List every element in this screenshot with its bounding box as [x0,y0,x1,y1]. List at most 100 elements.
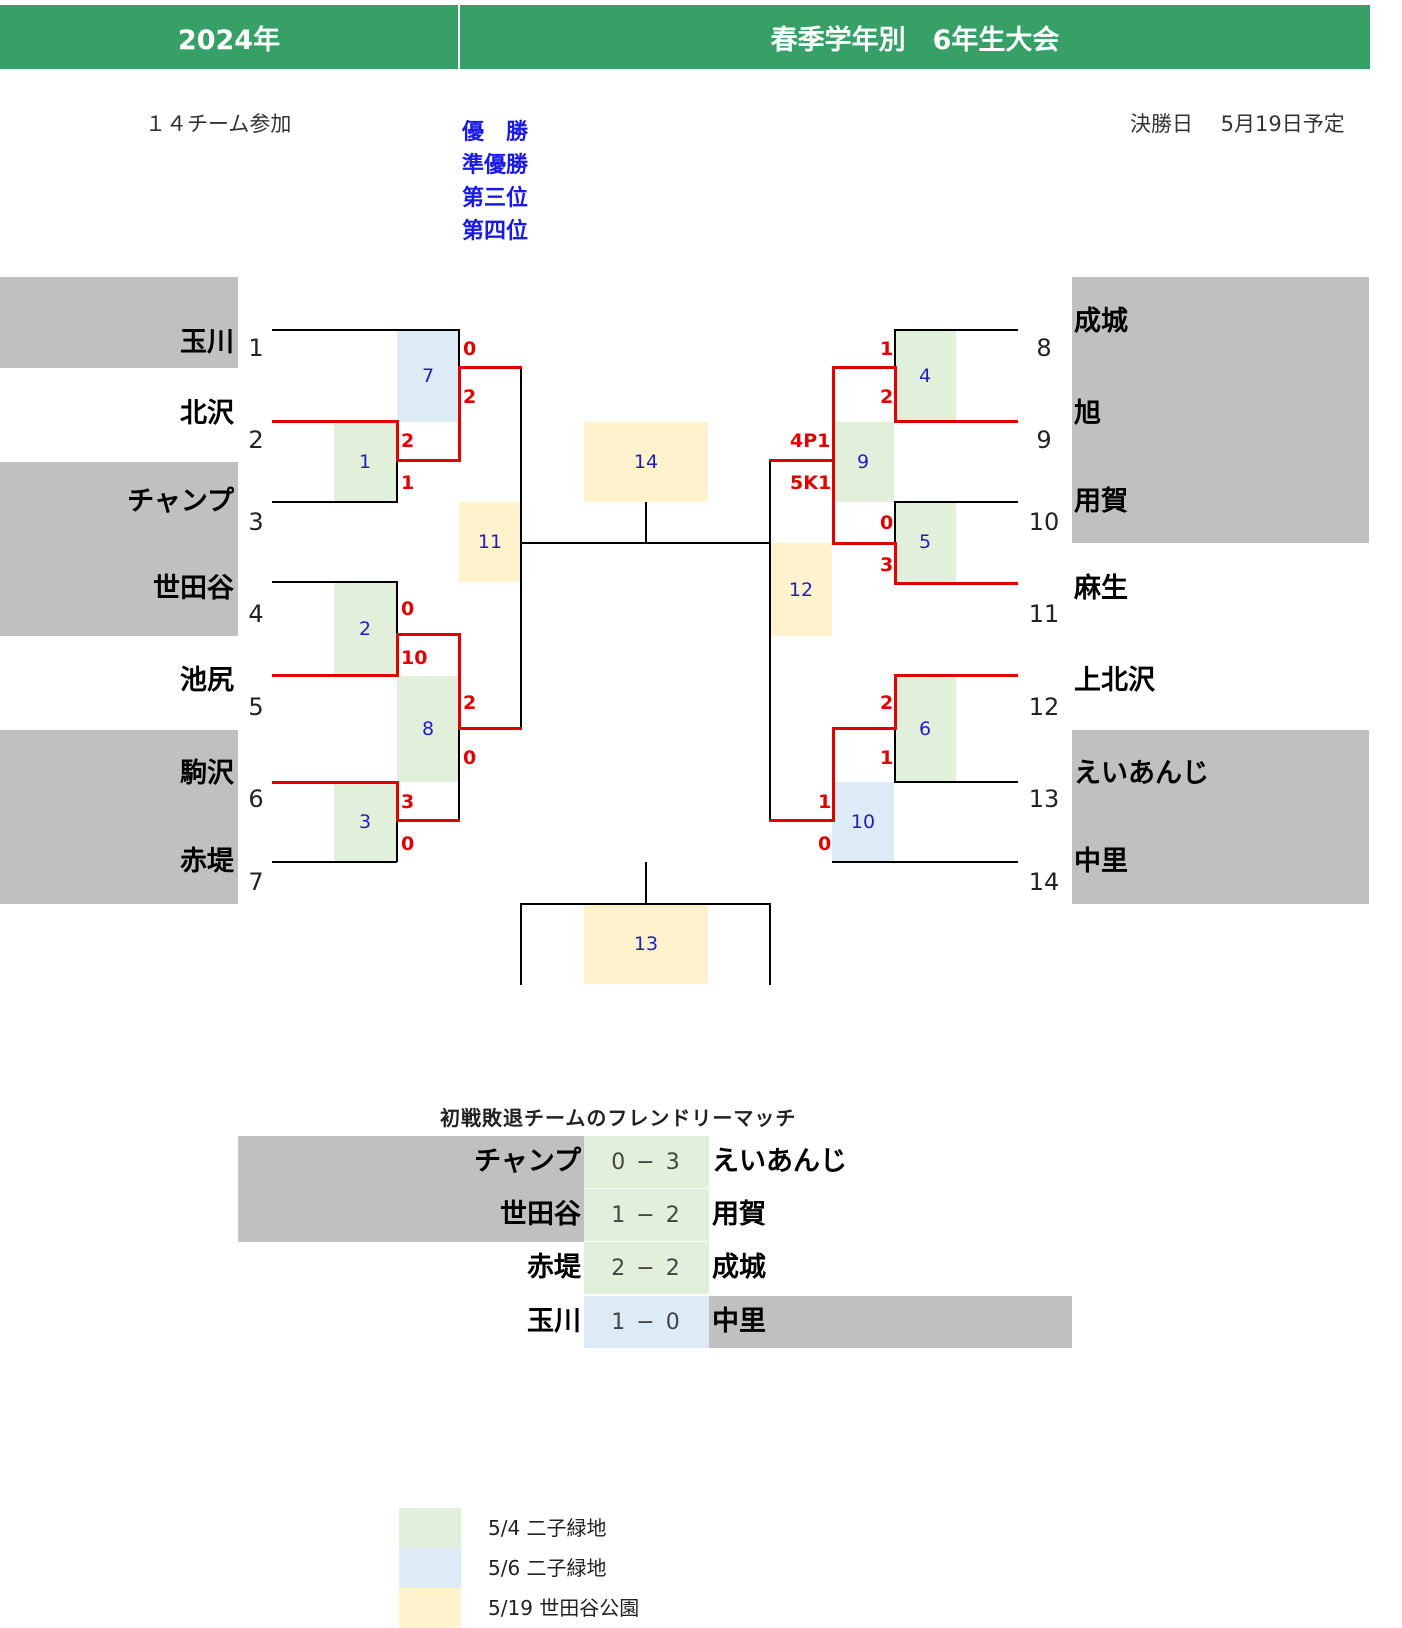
rank-4: 第四位 [462,219,529,244]
left-red-m8-out [458,727,522,730]
score-m6-top: 2 [880,692,894,714]
right-line-team14 [832,861,1018,863]
seed-right-9: 9 [1036,426,1052,454]
team-left-1: 玉川 [180,327,234,358]
friendly-row2-score: 1 − 2 [584,1189,709,1241]
team-right-10: 用賀 [1074,486,1128,517]
final-date-note: 決勝日 5月19日予定 [1130,112,1345,136]
score-m9-top: 4P1 [790,430,831,452]
friendly-row3-right: 成城 [712,1252,766,1283]
center-line-m13-stem [645,862,647,904]
left-red-m2-vert [396,633,399,677]
team-left-6: 駒沢 [180,758,234,789]
left-red-team6 [272,781,398,784]
center-line-m13-right [769,903,771,985]
seed-left-6: 6 [248,785,264,813]
right-line-m6-vert [894,728,896,782]
score-m5-top: 0 [880,512,894,534]
score-m4-bot: 2 [880,386,894,408]
left-red-team2 [272,420,398,423]
right-line-m12-vert [769,461,771,821]
score-m5-bot: 3 [880,554,894,576]
right-red-team9 [894,420,1018,423]
team-right-12: 上北沢 [1074,665,1155,696]
left-line-m1-vert [396,461,398,503]
right-line-m4-vert [894,329,896,367]
legend-swatch-blue [399,1548,461,1588]
match-box-3: 3 [334,782,396,862]
left-red-team5 [272,674,398,677]
seed-left-7: 7 [248,868,264,896]
center-line-m14-stem [645,502,647,543]
seed-right-13: 13 [1028,785,1060,813]
seed-right-8: 8 [1036,334,1052,362]
right-gray-band-1 [1072,277,1369,543]
legend-label-yellow: 5/19 世田谷公園 [488,1596,640,1620]
legend-label-green: 5/4 二子緑地 [488,1516,607,1540]
center-line-m13-left [520,903,522,985]
team-left-4: 世田谷 [153,573,234,604]
match-box-10: 10 [832,782,894,862]
left-red-m1-out [396,459,460,462]
friendly-row1-right: えいあんじ [712,1146,847,1177]
match-box-7: 7 [397,330,459,422]
score-m3-top: 3 [401,791,415,813]
seed-left-2: 2 [248,426,264,454]
left-gray-band-3 [0,730,238,904]
team-left-7: 赤堤 [180,846,234,877]
friendly-title: 初戦敗退チームのフレンドリーマッチ [440,1106,797,1130]
participants-note: １４チーム参加 [145,112,292,136]
score-m1-top: 2 [401,430,415,452]
right-red-m9-vert [832,366,835,545]
right-red-team11 [894,582,1018,585]
score-m2-top: 0 [401,598,415,620]
match-box-13: 13 [584,904,708,984]
score-m7-bot: 2 [463,386,477,408]
team-left-2: 北沢 [180,398,234,429]
right-red-m4-vert [894,366,897,423]
right-red-m5-out [832,542,896,545]
match-box-1: 1 [334,422,396,502]
match-box-5: 5 [894,502,956,582]
score-m8-top: 2 [463,692,477,714]
team-right-14: 中里 [1074,846,1128,877]
team-left-5: 池尻 [180,665,234,696]
score-m1-bot: 1 [401,472,415,494]
left-red-m7-vert [458,366,461,462]
friendly-row1-score: 0 − 3 [584,1136,709,1188]
match-box-14: 14 [584,422,708,502]
center-line-m13-top [520,903,771,905]
left-red-m7-out [458,366,522,369]
seed-right-14: 14 [1028,868,1060,896]
left-gray-band-2 [0,462,238,636]
seed-right-10: 10 [1028,508,1060,536]
header-title: 春季学年別 6年生大会 [460,5,1370,69]
left-red-m2-out [396,633,460,636]
rank-1: 優 勝 [462,120,529,145]
match-box-11: 11 [459,502,521,582]
rank-2: 準優勝 [462,153,529,178]
right-red-m5-vert [894,542,897,585]
left-line-team7 [272,861,397,863]
match-box-4: 4 [894,330,956,422]
left-red-m1-vert [396,420,399,462]
team-right-11: 麻生 [1074,573,1128,604]
seed-right-12: 12 [1028,693,1060,721]
score-m10-bot: 0 [818,833,832,855]
center-line-right [645,542,771,544]
right-line-team13 [894,781,1018,783]
friendly-gray-band-left [238,1136,584,1242]
right-red-m6-out [832,727,896,730]
friendly-row2-left: 世田谷 [500,1199,581,1230]
score-m8-bot: 0 [463,747,477,769]
team-right-8: 成城 [1074,306,1128,337]
left-line-team1 [272,329,459,331]
right-red-m6-vert [894,674,897,730]
left-line-m8-vert [458,728,460,821]
friendly-row3-score: 2 − 2 [584,1242,709,1294]
team-left-3: チャンプ [127,486,234,517]
right-red-m9-out [769,459,834,462]
score-m7-top: 0 [463,338,477,360]
match-box-2: 2 [334,582,396,676]
score-m9-bot: 5K1 [790,472,832,494]
